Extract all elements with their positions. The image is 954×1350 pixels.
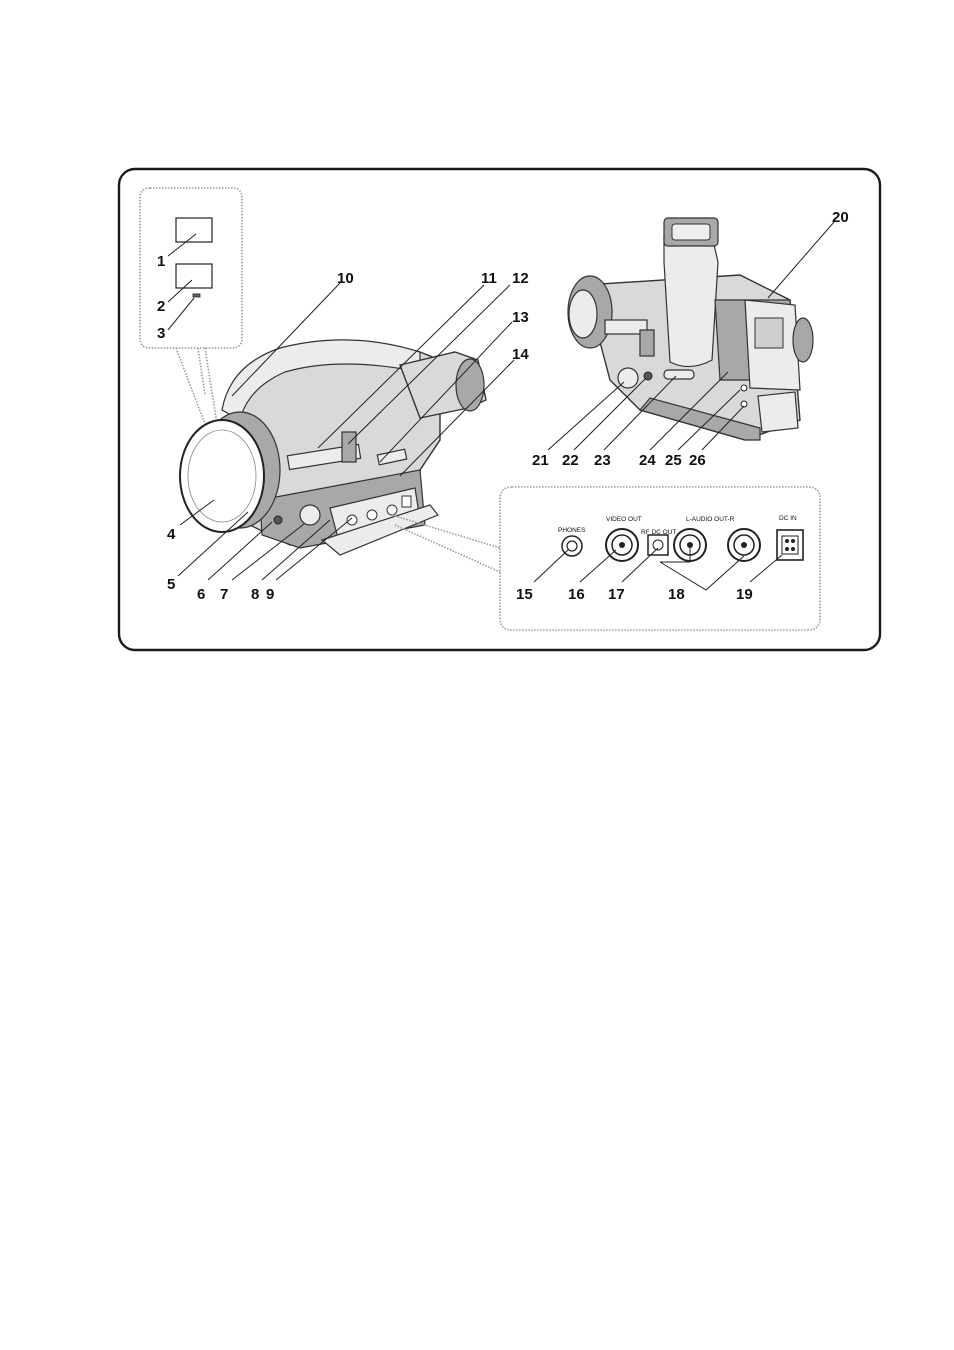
video-out-jack [606, 529, 638, 561]
callout-19: 19 [736, 586, 753, 603]
callout-8: 8 [251, 586, 259, 603]
inset-connector-lines [176, 348, 218, 432]
callout-14: 14 [512, 346, 529, 363]
callout-22: 22 [562, 452, 579, 469]
rf-dc-out-jack [648, 535, 668, 555]
callout-25: 25 [665, 452, 682, 469]
callout-10: 10 [337, 270, 354, 287]
callout-2: 2 [157, 298, 165, 315]
dc-in-label: DC IN [779, 515, 797, 522]
callout-18: 18 [668, 586, 685, 603]
callout-1: 1 [157, 253, 165, 270]
callout-24: 24 [639, 452, 656, 469]
video-out-label: VIDEO OUT [606, 516, 642, 523]
callout-6: 6 [197, 586, 205, 603]
callout-26: 26 [689, 452, 706, 469]
indicator-lamp-3 [193, 294, 200, 297]
callout-3: 3 [157, 325, 165, 342]
callout-21: 21 [532, 452, 549, 469]
callout-13: 13 [512, 309, 529, 326]
audio-out-label: L-AUDIO OUT-R [686, 516, 735, 523]
callout-4: 4 [167, 526, 176, 543]
callout-17: 17 [608, 586, 625, 603]
callout-11: 11 [481, 270, 497, 287]
phones-label: PHONES [558, 527, 586, 534]
front-camcorder [180, 340, 486, 555]
callout-15: 15 [516, 586, 533, 603]
callout-16: 16 [568, 586, 585, 603]
rear-camcorder [568, 218, 813, 440]
rf-dc-out-label: RF DC OUT [641, 529, 676, 536]
indicator-lamp-1 [176, 218, 212, 242]
indicator-lamp-2 [176, 264, 212, 288]
jack-panel-inset-frame [500, 487, 820, 630]
callout-7: 7 [220, 586, 228, 603]
callout-23: 23 [594, 452, 611, 469]
callout-9: 9 [266, 586, 274, 603]
callout-5: 5 [167, 576, 175, 593]
callout-20: 20 [832, 209, 849, 226]
callout-12: 12 [512, 270, 529, 287]
